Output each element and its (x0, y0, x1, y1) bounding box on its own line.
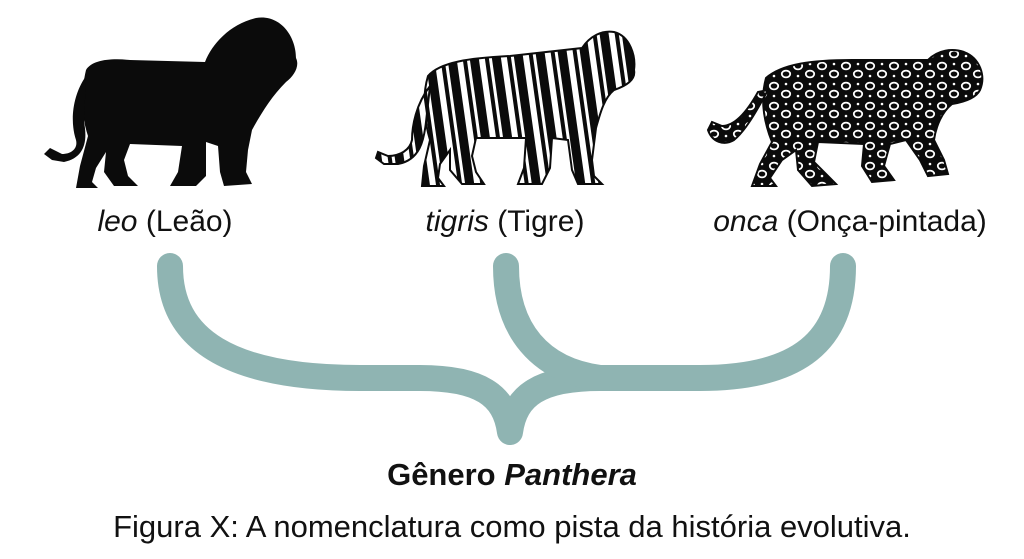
genus-prefix: Gênero (387, 457, 496, 492)
jaguar-label: onca (Onça-pintada) (690, 204, 1010, 240)
genus-name: Panthera (504, 457, 637, 492)
tiger-label: tigris (Tigre) (395, 204, 615, 240)
tiger-silhouette-icon (374, 30, 636, 187)
tiger-epithet: tigris (425, 205, 489, 238)
grouping-brace-branch (493, 253, 613, 391)
lion-label: leo (Leão) (60, 204, 270, 240)
grouping-brace (157, 253, 856, 445)
jaguar-silhouette-icon (706, 49, 984, 188)
lion-epithet: leo (97, 205, 138, 238)
jaguar-epithet: onca (713, 205, 779, 238)
lion-common-name: (Leão) (145, 205, 233, 238)
jaguar-common-name: (Onça-pintada) (786, 205, 987, 238)
figure-caption: Figura X: A nomenclatura como pista da h… (113, 509, 911, 544)
lion-silhouette-icon (44, 17, 298, 189)
genus-label: Gênero Panthera (262, 457, 762, 493)
tiger-common-name: (Tigre) (497, 205, 585, 238)
